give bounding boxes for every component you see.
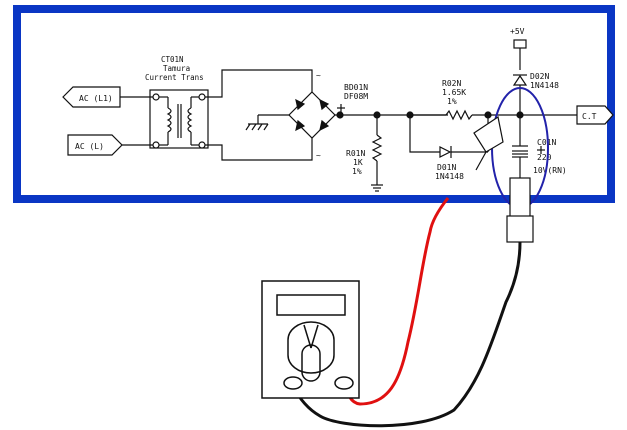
d02-part-label: 1N4148 — [530, 81, 559, 90]
ct-ref-label: CT01N — [161, 55, 184, 64]
resistor-r02n — [410, 109, 520, 121]
ct-output-label: C.T — [582, 112, 597, 121]
multimeter-display — [276, 294, 346, 316]
ac-l1-input-tag — [62, 86, 156, 108]
d01-ref-label: D01N — [437, 163, 456, 172]
ct-output-tag — [576, 105, 614, 125]
bridge-part-label: DF08M — [344, 92, 368, 101]
bridge-ground — [245, 114, 289, 131]
current-transformer — [149, 89, 209, 149]
svg-text:~: ~ — [316, 71, 321, 80]
common-jack — [283, 376, 303, 390]
schematic-frame — [13, 5, 615, 203]
volt-jack — [334, 376, 354, 390]
ac-l1-label: AC (L1) — [79, 94, 113, 103]
c01-ref-label: C01N — [537, 138, 556, 147]
ct-desc-label: Current Trans — [145, 73, 204, 82]
black-test-lead — [291, 241, 522, 428]
schematic-labels: AC (L1) AC (L) CT01N Tamura Current Tran… — [75, 27, 597, 181]
red-test-lead — [343, 197, 450, 406]
diode-d02n — [512, 74, 528, 115]
d02-ref-label: D02N — [530, 72, 549, 81]
vcc-label: +5V — [510, 27, 525, 36]
multimeter-dial — [287, 321, 335, 374]
d01-part-label: 1N4148 — [435, 172, 464, 181]
diode-d01n — [439, 146, 470, 158]
ac-l-label: AC (L) — [75, 142, 104, 151]
vcc-supply — [513, 39, 527, 70]
multimeter — [261, 280, 360, 399]
schematic: ~ ~ — [62, 39, 614, 192]
r02-value-label: 1.65K — [442, 88, 466, 97]
black-probe — [506, 177, 534, 243]
r01-value-label: 1K — [353, 158, 363, 167]
bridge-rectifier: ~ ~ — [288, 71, 345, 160]
c01-value-label: 220 — [537, 153, 552, 162]
r02-tol-label: 1% — [447, 97, 457, 106]
r01-ref-label: R01N — [346, 149, 365, 158]
svg-text:~: ~ — [316, 151, 321, 160]
r02-ref-label: R02N — [442, 79, 461, 88]
r01-tol-label: 1% — [352, 167, 362, 176]
resistor-r01n — [371, 115, 383, 192]
red-probe — [473, 116, 504, 171]
ct-maker-label: Tamura — [163, 64, 190, 73]
bridge-ref-label: BD01N — [344, 83, 368, 92]
c01-rating-label: 10V(RN) — [533, 166, 567, 175]
